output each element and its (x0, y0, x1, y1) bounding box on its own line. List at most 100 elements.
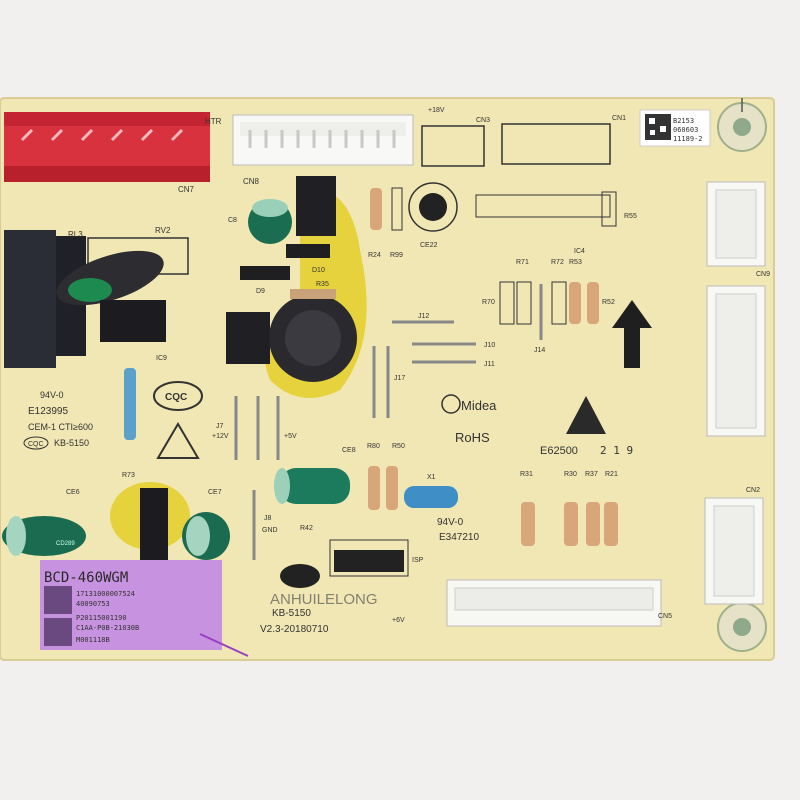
isp-outline (329, 539, 409, 577)
sticker-model: BCD-460WGM (44, 570, 128, 586)
label-j7: J7 (216, 423, 224, 430)
sticker-line1: 17131000007524 (76, 590, 135, 598)
date-code: 2 1 9 (600, 444, 633, 457)
isp-header (334, 550, 404, 572)
transistor-bottom (140, 488, 168, 562)
label-cn7: CN7 (178, 185, 195, 194)
label-cn5: CN5 (658, 613, 672, 620)
crystal-x1 (404, 486, 458, 508)
kb-label: KB-5150 (54, 438, 89, 448)
board-edge (0, 97, 775, 661)
label-x1: X1 (427, 474, 436, 481)
label-ce6: CE6 (66, 489, 80, 496)
brand-midea: Midea (461, 398, 497, 413)
capacitor-ce-left (2, 516, 86, 556)
resistor-r53 (569, 282, 581, 324)
serial-label-line1: B2153 (673, 117, 694, 125)
label-cn9: CN9 (756, 271, 770, 278)
label-r72: R72 (551, 259, 564, 266)
esd-code: E62500 (540, 445, 578, 457)
diode-d9 (240, 266, 290, 280)
capacitor-c8 (248, 199, 292, 244)
resistor-r37 (586, 502, 600, 546)
watermark: ANHUILELONG (270, 591, 378, 608)
varistor (56, 250, 164, 306)
label-j11: J11 (484, 361, 495, 368)
label-r73: R73 (122, 472, 135, 479)
resistor-r80 (368, 466, 380, 510)
esd-warning-icon (566, 396, 606, 434)
sticker-line3: P20115001190 (76, 614, 127, 622)
label-rv2: RV2 (155, 226, 171, 235)
label-18v: +18V (428, 107, 445, 114)
capacitor-ce8 (274, 468, 350, 504)
resistor-r71 (516, 281, 532, 325)
label-r42: R42 (300, 525, 313, 532)
label-j14: J14 (534, 347, 545, 354)
label-5v: +5V (284, 433, 297, 440)
ul-rating-1: 94V-0 (40, 390, 64, 400)
label-12v: +12V (212, 433, 229, 440)
cqc-logo-text: CQC (165, 392, 187, 403)
inductor-large (269, 294, 357, 382)
label-r24: R24 (368, 252, 381, 259)
label-cn2: CN2 (746, 487, 760, 494)
label-c8: C8 (228, 217, 237, 224)
label-r99: R99 (390, 252, 403, 259)
mounting-hole-top-right (717, 98, 767, 152)
label-r53: R53 (569, 259, 582, 266)
cqc-small-text: CQC (28, 441, 44, 448)
manufacturer-logo-icon (280, 564, 320, 588)
board-id: KB-5150 (272, 608, 311, 619)
header-outline (475, 194, 611, 218)
resistor-r70 (499, 281, 515, 325)
resistor-r24 (370, 188, 382, 230)
label-r37: R37 (585, 471, 598, 478)
connector-cn5 (446, 579, 662, 627)
label-r80: R80 (367, 443, 380, 450)
transistor-left (226, 312, 270, 364)
label-isp: ISP (412, 557, 424, 564)
up-arrow-icon (612, 300, 652, 368)
resistor-r99 (391, 187, 403, 231)
label-r30: R30 (564, 471, 577, 478)
label-j10: J10 (484, 342, 495, 349)
label-6v: +6V (392, 617, 405, 624)
label-cn8: CN8 (243, 177, 260, 186)
label-r52: R52 (602, 299, 615, 306)
serial-label-line3: 11189-2 (673, 135, 703, 143)
rohs-mark: RoHS (455, 430, 490, 445)
label-ce7: CE7 (208, 489, 222, 496)
label-cn3: CN3 (476, 117, 490, 124)
resistor-r52-body (587, 282, 599, 324)
label-j17: J17 (394, 375, 405, 382)
cqc-small-badge (23, 436, 49, 450)
label-j12: J12 (418, 313, 429, 320)
label-d10: D10 (312, 267, 325, 274)
label-rl3: RL3 (68, 230, 83, 239)
ul-rating-2: 94V-0 (437, 517, 464, 528)
label-r31: R31 (520, 471, 533, 478)
purple-sticker (40, 560, 249, 657)
resistor-r72 (551, 281, 567, 325)
label-d9: D9 (256, 288, 265, 295)
midea-logo-icon (441, 394, 461, 414)
cqc-logo (153, 381, 203, 411)
label-r55: R55 (624, 213, 637, 220)
cn1-outline (501, 123, 611, 165)
label-ic9: IC9 (156, 355, 167, 362)
serial-label-line2: 060603 (673, 126, 698, 134)
label-ce22: CE22 (420, 242, 438, 249)
resistor-r35 (290, 289, 336, 299)
label-cn1: CN1 (612, 115, 626, 122)
resistor-r21-body (604, 502, 618, 546)
buzzer-ce22 (408, 182, 458, 232)
transistor-top (296, 176, 336, 236)
resistor-r73 (124, 368, 136, 440)
label-htr: HTR (205, 117, 222, 126)
dve-triangle-icon (156, 422, 200, 459)
resistor-r50 (386, 466, 398, 510)
red-connector-cn7 (4, 112, 210, 182)
label-j8: J8 (264, 515, 272, 522)
